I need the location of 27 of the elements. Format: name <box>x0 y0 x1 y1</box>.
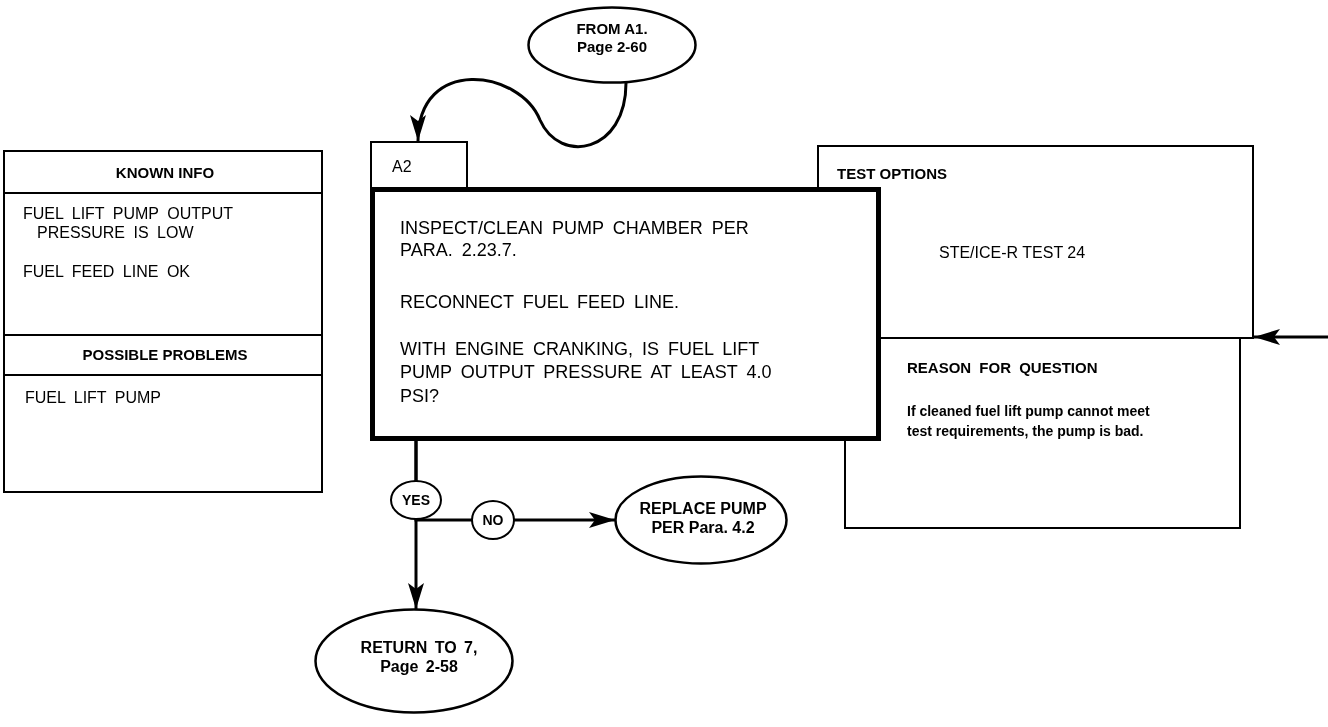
panel-heading: REASON FOR QUESTION <box>907 359 1099 377</box>
instruction-text: RECONNECT FUEL FEED LINE. <box>400 292 681 314</box>
edge-label: YES <box>390 480 442 520</box>
info-panel <box>844 337 1241 529</box>
terminal-ellipse <box>314 608 514 714</box>
terminal-ellipse <box>614 475 788 565</box>
panel-heading: KNOWN INFO <box>114 164 216 182</box>
question-text: WITH ENGINE CRANKING, IS FUEL LIFT PUMP OUTPUT PRESSURE AT LEAST 4.0 PSI? <box>400 338 773 408</box>
terminal-text: FROM A1. Page 2-60 <box>575 20 649 56</box>
test-option-text: STE/ICE-R TEST 24 <box>939 243 1087 263</box>
known-info-text: FUEL FEED LINE OK <box>23 262 191 282</box>
panel-heading: POSSIBLE PROBLEMS <box>81 346 249 364</box>
edge-label: NO <box>471 500 515 540</box>
step-tab <box>370 141 468 189</box>
panel-heading: TEST OPTIONS <box>837 165 948 183</box>
terminal-ellipse <box>527 6 697 84</box>
terminal-text: RETURN TO 7, Page 2-58 <box>359 638 479 677</box>
step-number: A2 <box>392 157 413 177</box>
instruction-text: INSPECT/CLEAN PUMP CHAMBER PER PARA. 2.23.7. <box>400 218 750 262</box>
reason-text: If cleaned fuel lift pump cannot meet test requirements, the pump is bad. <box>907 402 1151 442</box>
arrow <box>1254 329 1328 345</box>
known-info-text: FUEL LIFT PUMP OUTPUT PRESSURE IS LOW <box>23 204 234 243</box>
problem-text: FUEL LIFT PUMP <box>25 388 163 408</box>
terminal-text: REPLACE PUMP PER Para. 4.2 <box>638 499 768 538</box>
info-panel <box>3 150 323 493</box>
arrow <box>412 78 628 148</box>
question-box <box>370 187 881 441</box>
